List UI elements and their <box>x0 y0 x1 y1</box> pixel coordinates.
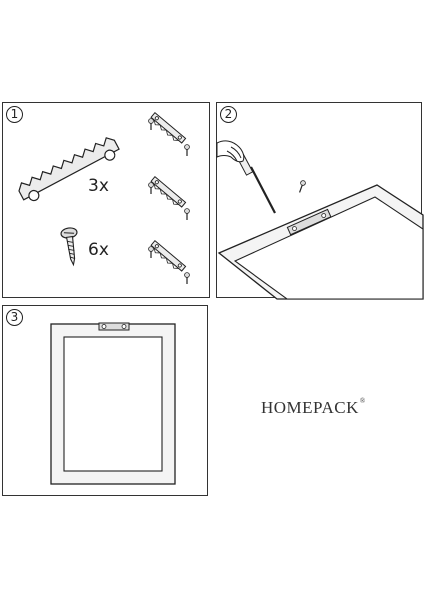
registered-mark: ® <box>359 397 366 405</box>
screw-small-icon <box>299 180 306 193</box>
finished-frame-illustration <box>50 322 176 485</box>
hanger-with-screws-icon-group <box>148 111 190 284</box>
frame-inner <box>63 336 163 472</box>
attach-hanger-illustration <box>216 140 424 300</box>
brand-name: HOMEPACK <box>261 398 359 417</box>
hanger-quantity: 3x <box>88 176 109 196</box>
step-number-3: 3 <box>6 309 23 326</box>
frame-back-icon <box>217 184 424 300</box>
screw-large-icon <box>60 227 78 267</box>
step-3-panel: 3 <box>2 305 208 496</box>
step-1-panel: 1 3x 6x <box>2 102 210 298</box>
step-number-1: 1 <box>6 106 23 123</box>
step-2-panel: 2 <box>216 102 424 300</box>
screw-quantity: 6x <box>88 240 109 260</box>
hanger-on-frame-icon <box>286 208 332 236</box>
hand-icon <box>216 140 245 163</box>
brand-logo: HOMEPACK® <box>261 397 366 418</box>
step-number-2: 2 <box>220 106 237 123</box>
hanger-top-icon <box>98 322 130 331</box>
sawtooth-hanger-large-icon <box>18 137 120 202</box>
